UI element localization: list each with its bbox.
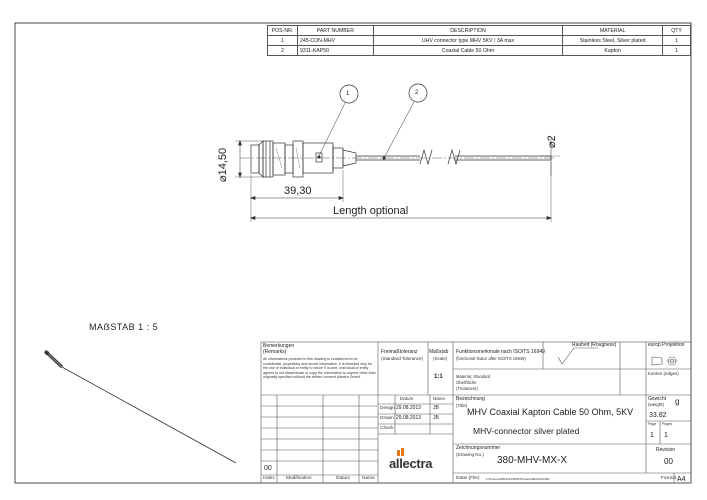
connector-length-dim: 39,30	[284, 185, 312, 197]
weight-value: 33.82	[649, 412, 667, 419]
cell-pos: 2	[267, 45, 298, 56]
title-block-grid	[260, 341, 692, 484]
table-row: 1 245-CON-MHV UHV connector type MHV 5KV…	[267, 35, 691, 46]
page-label: Page	[648, 422, 657, 426]
surface-label: Oberfläche	[456, 380, 477, 385]
page-value: 1	[650, 432, 654, 439]
cell-pos: 1	[267, 35, 298, 46]
roughness-label: Rauheit (Rougness)	[572, 342, 617, 348]
tolerance-label-en: (Standard Tolerance)	[381, 356, 423, 361]
total-length-dim: Length optional	[333, 205, 409, 217]
index-value: 00	[264, 465, 272, 472]
tolerance-label: Freimaßtoleranz	[381, 349, 418, 355]
designation-label-en: (Title)	[456, 403, 468, 408]
file-path: F:\Products\BD\2013\380\F\Products\BD\20…	[486, 477, 550, 481]
drawing-no-label-en: (Drawing No.)	[456, 452, 484, 457]
weight-label-en: (weight)	[648, 402, 665, 407]
name-col-head: Name	[362, 476, 375, 481]
design-label: Design	[380, 406, 395, 411]
drawn-name: JB	[433, 415, 439, 421]
weight-unit: g	[675, 397, 680, 406]
drawn-label: Drawn	[380, 416, 394, 421]
material-label: Material, Standard	[456, 374, 491, 379]
format-label: Format	[661, 476, 677, 481]
header-description: DESCRIPTION	[372, 25, 564, 36]
logo-mark-icon	[397, 448, 404, 456]
pages-label: Pages	[662, 422, 673, 426]
diameter-cable-dim: ⌀2	[546, 135, 558, 148]
logo-text: allectra	[389, 456, 433, 471]
title-line-1: MHV Coaxial Kapton Cable 50 Ohm, 5KV	[467, 407, 634, 417]
cell-qty: 1	[662, 45, 691, 56]
edges-label: Kanten (edges)	[648, 371, 679, 376]
remarks-title: Bemerkungen	[263, 343, 295, 349]
header-pos: POS-NR.	[267, 25, 298, 36]
cell-description: UHV connector type MHV 5KV / 3A max	[372, 35, 564, 46]
balloon-1-label: 1	[346, 91, 350, 97]
scale-label: MAẞSTAB 1 : 5	[89, 322, 159, 332]
cell-description: Coaxial Cable 50 Ohm	[372, 45, 564, 56]
remarks-title-en: (Remarks)	[263, 349, 287, 355]
function-label-en: (functional featur after ISO/TS 16949)	[456, 356, 526, 361]
revision-value: 00	[664, 457, 673, 466]
treatment-label: (Treatment)	[456, 386, 478, 391]
scale-head-en: (Scale)	[433, 356, 448, 361]
cell-part-number: 9311-KAP50	[296, 45, 374, 56]
file-label: Datei (File)	[456, 476, 480, 481]
scale-value: 1:1	[434, 374, 443, 380]
datum-head: Datum	[400, 396, 414, 401]
modification-head: Modification	[286, 476, 312, 481]
cell-part-number: 245-CON-MHV	[296, 35, 374, 46]
drawing-no-label: Zeichnungsnummer	[456, 445, 501, 451]
format-value: A4	[677, 476, 686, 483]
date-head: Datum	[336, 476, 351, 481]
cell-material: Kapton	[562, 45, 664, 56]
header-qty: QTY	[662, 25, 691, 36]
drawing-number: 380-MHV-MX-X	[497, 455, 568, 466]
check-label: Check	[380, 426, 394, 431]
name-head: Name	[433, 396, 446, 401]
drawn-date: 29.08.2013	[396, 415, 422, 421]
pages-value: 1	[664, 432, 668, 439]
isometric-thumbnail	[43, 349, 237, 464]
balloon-2-label: 2	[415, 90, 419, 96]
scale-head: Maßstab	[429, 349, 449, 355]
designation-label: Bezeichnung	[456, 396, 485, 402]
index-head: Index	[263, 476, 275, 481]
cell-qty: 1	[662, 35, 691, 46]
design-name: JB	[433, 405, 439, 411]
revision-label: Revision	[656, 447, 676, 453]
parts-list-header-row: POS-NR. PART NUMBER DESCRIPTION MATERIAL…	[267, 25, 691, 36]
title-line-2: MHV-connector silver plated	[473, 426, 580, 436]
header-material: MATERIAL	[562, 25, 664, 36]
weight-label: Gewicht	[648, 396, 667, 402]
diameter-connector-dim: ⌀14,50	[217, 147, 229, 182]
design-date: 29.08.2013	[396, 405, 422, 411]
connector-cable-view	[235, 83, 560, 222]
parts-list-table: POS-NR. PART NUMBER DESCRIPTION MATERIAL…	[267, 25, 691, 56]
function-label: Funktionsmerkmale nach ISO/TS 16949	[456, 349, 545, 355]
cell-material: Stainless Steel, Silver plated	[562, 35, 664, 46]
allectra-logo: allectra	[385, 446, 447, 474]
header-part-number: PART NUMBER	[296, 25, 374, 36]
remarks-text: All informations provided in this drawin…	[263, 357, 376, 380]
table-row: 2 9311-KAP50 Coaxial Cable 50 Ohm Kapton…	[267, 45, 691, 56]
projection-label: europ.Projektion	[648, 342, 685, 348]
